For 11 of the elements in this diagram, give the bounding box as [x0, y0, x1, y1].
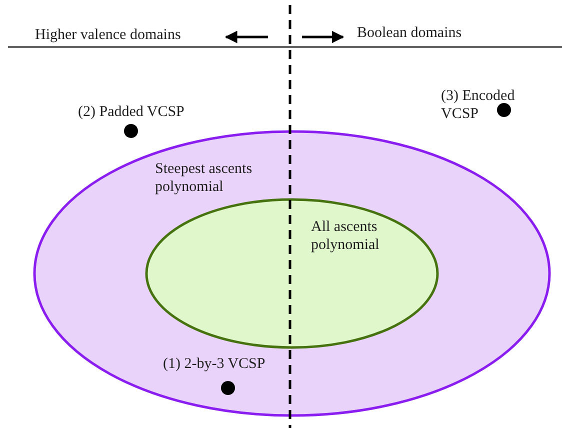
region-ellipse [33, 130, 551, 417]
region-label: All ascents polynomial [311, 218, 380, 254]
point-dot [497, 103, 511, 117]
point-label: (2) Padded VCSP [78, 103, 186, 121]
region-ellipse [145, 198, 439, 349]
region-label: Steepest ascents polynomial [155, 160, 254, 196]
domain-label: Boolean domains [357, 24, 463, 42]
domain-label: Higher valence domains [35, 26, 182, 44]
point-dot [124, 124, 138, 138]
point-label: (3) Encoded VCSP [441, 87, 516, 123]
point-label: (1) 2-by-3 VCSP [163, 355, 266, 373]
